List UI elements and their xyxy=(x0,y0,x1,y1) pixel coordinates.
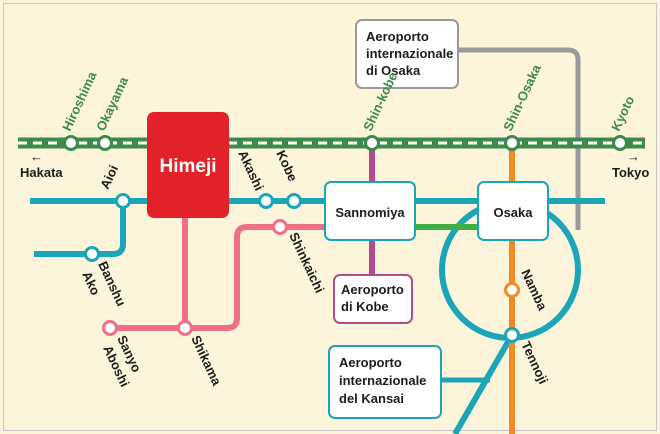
tokyo-arrow: → xyxy=(627,149,640,164)
osaka-hub xyxy=(477,181,549,241)
osaka-airport-label-2: internazionale xyxy=(366,46,453,61)
hakata-label: Hakata xyxy=(20,165,63,180)
sanyo-main-line xyxy=(110,224,332,331)
banshu-ako-station-marker xyxy=(84,246,100,262)
sanyo-aboshi-station-marker xyxy=(102,320,118,336)
osaka-airport-label-1: Aeroporto xyxy=(366,29,429,44)
shin-kobe-station-marker xyxy=(364,135,380,151)
sannomiya-label: Sannomiya xyxy=(335,205,405,220)
kobe-airport-label-1: Aeroporto xyxy=(341,282,404,297)
hiroshima-station-marker xyxy=(63,135,79,151)
osaka-airport-box xyxy=(355,19,459,89)
akashi-station-marker xyxy=(258,193,274,209)
himeji-label: Himeji xyxy=(159,156,216,177)
shin-osaka-station-marker xyxy=(504,135,520,151)
hakata-arrow: ← xyxy=(30,149,43,164)
aioi-station-marker xyxy=(115,193,131,209)
kansai-airport-label-3: del Kansai xyxy=(339,391,404,406)
kobe-airport-label-2: di Kobe xyxy=(341,299,389,314)
kansai-airport-line xyxy=(452,333,515,434)
okayama-station-marker xyxy=(97,135,113,151)
shikama-station-marker xyxy=(177,320,193,336)
tokyo-label: Tokyo xyxy=(612,165,649,180)
kobe-station-marker xyxy=(286,193,302,209)
namba-station-marker xyxy=(504,282,520,298)
shinkaichi-station-marker xyxy=(272,219,288,235)
kyoto-station-marker xyxy=(612,135,628,151)
kansai-airport-label-2: internazionale xyxy=(339,373,426,388)
osaka-airport-label-3: di Osaka xyxy=(366,63,421,78)
ako-line xyxy=(34,201,126,257)
kansai-airport-label-1: Aeroporto xyxy=(339,355,402,370)
kansai-airport-box xyxy=(328,345,442,419)
osaka-airport-link xyxy=(458,47,581,230)
osaka-label: Osaka xyxy=(493,205,533,220)
tennoji-station-marker xyxy=(504,327,520,343)
himeji-hub xyxy=(147,112,229,218)
sannomiya-hub xyxy=(324,181,416,241)
map-frame xyxy=(3,3,657,431)
kobe-airport-box xyxy=(333,274,413,324)
